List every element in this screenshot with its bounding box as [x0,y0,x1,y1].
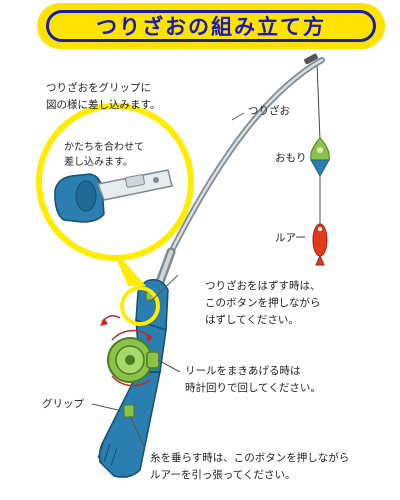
sinker-icon [310,137,330,178]
leader-rod [231,112,245,121]
rotate-arrow-icon [111,329,153,341]
leader-remove [149,274,179,303]
reel-icon [107,337,160,383]
sinker-label: おもり [275,152,307,164]
detail-callout [36,103,194,261]
release-line-note: 糸を垂らす時は、このボタンを押しながら ルアーを引っ張ってください。 [150,452,350,481]
lure-icon [312,223,328,266]
reel-note: リールをまきあげる時は 時計回りで回してください。 [185,365,321,394]
rod-label: つりざお [248,105,290,117]
line-release-button [123,404,135,418]
title-banner: つりざおの組み立て方 [40,6,382,46]
insert-rod-note: つりざおをグリップに 図の様に差し込みます。 [46,82,161,111]
align-shape-note: かたちを合わせて 差し込みます。 [64,142,144,168]
page-title: つりざおの組み立て方 [96,15,326,39]
fishing-line [316,61,321,141]
remove-rod-note: つりざおをはずす時は、 このボタンを押しながら はずしてください。 [205,280,321,326]
title-banner-border [46,10,376,42]
leader-release [129,415,146,449]
lure-label: ルアー [275,232,306,244]
leader-grip [91,403,119,411]
joint-highlight-circle [120,286,160,326]
grip-label: グリップ [42,398,84,410]
leader-reel [157,359,181,373]
rod-tip [304,53,318,65]
